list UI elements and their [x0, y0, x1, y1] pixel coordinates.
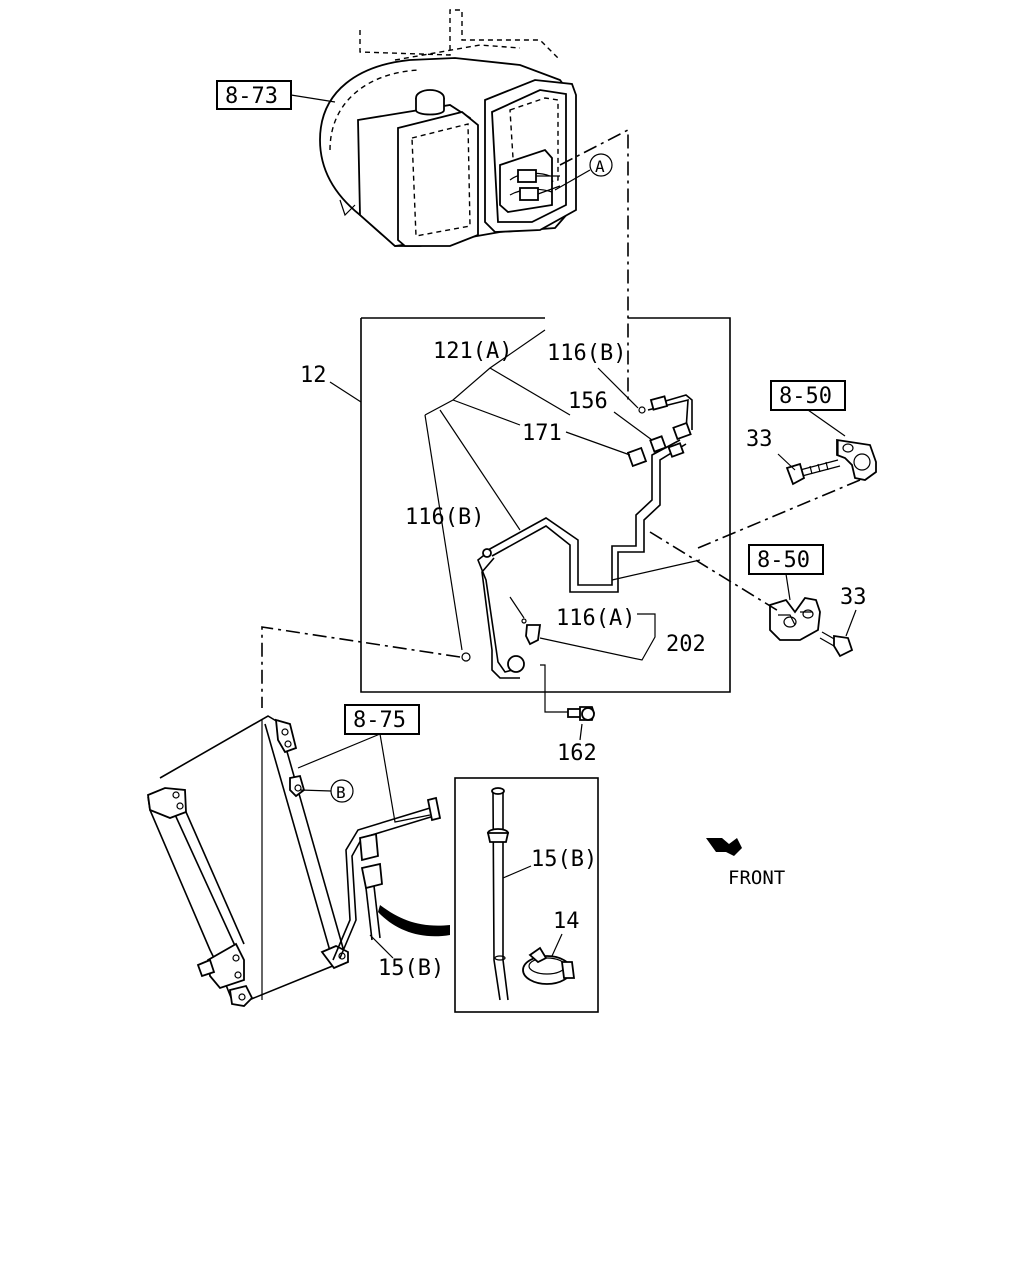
svg-text:33: 33 — [840, 585, 867, 610]
ref-8-75[interactable]: 8-75 — [297, 704, 431, 823]
label-116a[interactable]: 116(A) — [509, 596, 656, 661]
leader-clamp-top — [697, 479, 861, 549]
svg-text:116(A): 116(A) — [556, 606, 635, 631]
label-156[interactable]: 156 — [568, 389, 653, 441]
svg-text:8-75: 8-75 — [353, 708, 406, 733]
svg-text:15(B): 15(B) — [378, 956, 444, 981]
ref-8-50-top[interactable]: 8-50 — [770, 380, 846, 437]
ref-8-73[interactable]: 8-73 — [216, 80, 336, 110]
svg-text:A: A — [595, 157, 605, 176]
svg-text:12: 12 — [300, 363, 327, 388]
svg-text:116(B): 116(B) — [547, 341, 626, 366]
svg-text:121(A): 121(A) — [433, 339, 512, 364]
hvac-unit-assembly — [319, 9, 577, 247]
front-arrow-icon — [706, 838, 742, 856]
svg-text:8-73: 8-73 — [225, 84, 278, 109]
callout-b[interactable]: B — [299, 779, 354, 803]
clamp-top — [836, 438, 877, 481]
leader-unit-to-pipe — [559, 128, 629, 400]
condenser-assembly — [147, 715, 450, 1007]
svg-text:FRONT: FRONT — [728, 867, 785, 889]
svg-text:B: B — [336, 783, 346, 802]
label-171[interactable]: 171 — [522, 421, 631, 456]
pipe-mount-line — [611, 559, 701, 581]
bolt-33-top — [785, 459, 841, 486]
label-14[interactable]: 14 — [551, 909, 580, 957]
label-121a[interactable]: 121(A) — [424, 329, 571, 651]
clamp-bottom — [769, 597, 821, 641]
pipe-assembly-202 — [461, 394, 693, 679]
svg-text:33: 33 — [746, 427, 773, 452]
label-15b-bottom[interactable]: 15(B) — [369, 934, 444, 981]
label-116b-top[interactable]: 116(B) — [547, 341, 639, 409]
label-202[interactable]: 202 — [666, 632, 706, 657]
callout-a[interactable]: A — [554, 153, 613, 191]
label-33-top[interactable]: 33 — [746, 427, 796, 471]
label-162[interactable]: 162 — [557, 723, 597, 766]
svg-text:202: 202 — [666, 632, 706, 657]
ref-8-50-bottom[interactable]: 8-50 — [748, 544, 824, 601]
inset-detail — [454, 777, 599, 1013]
svg-text:116(B): 116(B) — [405, 505, 484, 530]
svg-text:156: 156 — [568, 389, 608, 414]
svg-text:14: 14 — [553, 909, 580, 934]
svg-text:8-50: 8-50 — [779, 384, 832, 409]
front-label: FRONT — [728, 867, 785, 889]
group-box-12 — [360, 317, 731, 693]
svg-text:15(B): 15(B) — [531, 847, 597, 872]
svg-text:171: 171 — [522, 421, 562, 446]
bolt-33-bottom — [819, 631, 854, 658]
label-12[interactable]: 12 — [300, 363, 362, 403]
leader-condenser — [261, 626, 461, 708]
svg-text:8-50: 8-50 — [757, 548, 810, 573]
svg-text:162: 162 — [557, 741, 597, 766]
leader-clamp-bottom — [649, 531, 781, 613]
label-33-bottom[interactable]: 33 — [840, 585, 867, 637]
label-116b-left[interactable]: 116(B) — [405, 505, 484, 530]
bolt-162 — [540, 664, 595, 721]
label-15b-inset[interactable]: 15(B) — [502, 847, 597, 879]
